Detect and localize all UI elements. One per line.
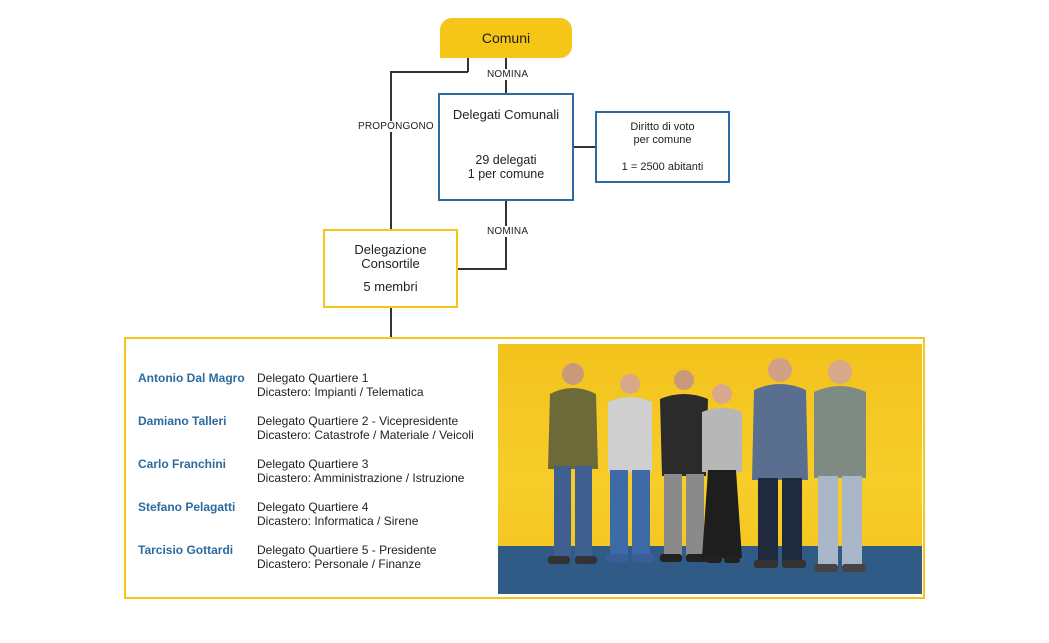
member-name: Tarcisio Gottardi [138, 543, 234, 557]
member-name: Stefano Pelagatti [138, 500, 236, 514]
member-dicastero: Dicastero: Catastrofe / Materiale / Veic… [257, 428, 474, 442]
delegati-per-comune: 1 per comune [467, 167, 545, 181]
person-2 [606, 374, 654, 562]
connector-delegazione-horizontal [457, 268, 507, 270]
member-name: Damiano Talleri [138, 414, 227, 428]
connector-comuni-down [467, 58, 469, 72]
delegati-title: Delegati Comunali [452, 107, 560, 122]
edge-label-nomina-top: NOMINA [485, 69, 531, 80]
delegati-count: 29 delegati [475, 153, 537, 167]
member-name: Antonio Dal Magro [138, 371, 245, 385]
edge-label-nomina-bottom: NOMINA [485, 226, 531, 237]
connector-propongono-top [390, 71, 468, 73]
members-panel: Antonio Dal Magro Delegato Quartiere 1 D… [124, 337, 925, 599]
connector-delegati-to-diritto [573, 146, 596, 148]
delegazione-members-count: 5 membri [363, 279, 418, 294]
node-diritto-di-voto: Diritto di voto per comune 1 = 2500 abit… [595, 111, 730, 183]
member-role: Delegato Quartiere 4 [257, 500, 369, 514]
member-role: Delegato Quartiere 1 [257, 371, 369, 385]
member-role: Delegato Quartiere 2 - Vicepresidente [257, 414, 459, 428]
diritto-line2: per comune [633, 134, 692, 146]
person-4 [702, 384, 742, 563]
member-name: Carlo Franchini [138, 457, 227, 471]
person-6 [814, 360, 866, 572]
member-role: Delegato Quartiere 5 - Presidente [257, 543, 437, 557]
group-photo [498, 344, 922, 594]
edge-label-propongono: PROPONGONO [356, 121, 436, 132]
diritto-line3: 1 = 2500 abitanti [621, 161, 704, 173]
member-dicastero: Dicastero: Informatica / Sirene [257, 514, 419, 528]
delegazione-line2: Consortile [361, 256, 420, 271]
node-delegazione-consortile: Delegazione Consortile 5 membri [323, 229, 458, 308]
node-delegati-comunali: Delegati Comunali 29 delegati 1 per comu… [438, 93, 574, 201]
connector-delegazione-to-members [390, 307, 392, 338]
person-3 [660, 370, 708, 562]
member-dicastero: Dicastero: Impianti / Telematica [257, 385, 424, 399]
person-1 [548, 363, 598, 564]
member-dicastero: Dicastero: Personale / Finanze [257, 557, 422, 571]
person-5 [752, 358, 808, 568]
member-dicastero: Dicastero: Amministrazione / Istruzione [257, 471, 465, 485]
connector-propongono-vertical [390, 71, 392, 229]
group-photo-people [548, 358, 866, 572]
node-comuni: Comuni [440, 18, 572, 58]
delegazione-line1: Delegazione [354, 242, 427, 257]
member-role: Delegato Quartiere 3 [257, 457, 369, 471]
diritto-line1: Diritto di voto [630, 121, 695, 133]
